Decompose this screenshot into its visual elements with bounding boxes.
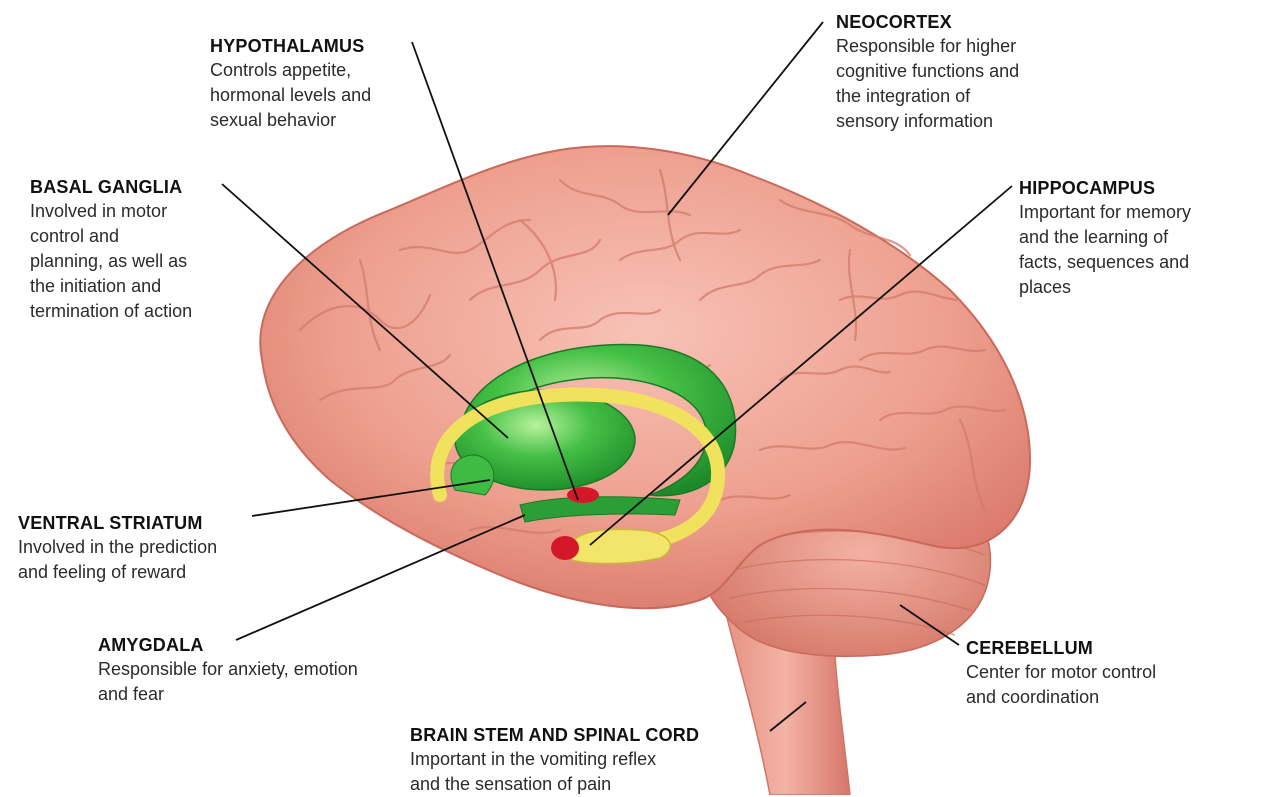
hippocampus-title: HIPPOCAMPUS — [1019, 176, 1191, 200]
hypothalamus-shape — [567, 487, 599, 503]
label-hippocampus: HIPPOCAMPUS Important for memory and the… — [1019, 176, 1191, 300]
label-ventral-striatum: VENTRAL STRIATUM Involved in the predict… — [18, 511, 217, 585]
brain-stem-title: BRAIN STEM AND SPINAL CORD — [410, 723, 699, 747]
label-cerebellum: CEREBELLUM Center for motor control and … — [966, 636, 1156, 710]
amygdala-title: AMYGDALA — [98, 633, 358, 657]
neocortex-description: Responsible for higher cognitive functio… — [836, 34, 1019, 134]
hypothalamus-description: Controls appetite, hormonal levels and s… — [210, 58, 371, 133]
ventral-striatum-shape — [451, 455, 494, 495]
cerebellum-description: Center for motor control and coordinatio… — [966, 660, 1156, 710]
basal-ganglia-title: BASAL GANGLIA — [30, 175, 192, 199]
label-hypothalamus: HYPOTHALAMUS Controls appetite, hormonal… — [210, 34, 371, 133]
basal-ganglia-description: Involved in motor control and planning, … — [30, 199, 192, 324]
amygdala-description: Responsible for anxiety, emotion and fea… — [98, 657, 358, 707]
ventral-striatum-description: Involved in the prediction and feeling o… — [18, 535, 217, 585]
brain-stem-description: Important in the vomiting reflex and the… — [410, 747, 699, 797]
hippocampus-description: Important for memory and the learning of… — [1019, 200, 1191, 300]
label-neocortex: NEOCORTEX Responsible for higher cogniti… — [836, 10, 1019, 134]
label-amygdala: AMYGDALA Responsible for anxiety, emotio… — [98, 633, 358, 707]
ventral-striatum-title: VENTRAL STRIATUM — [18, 511, 217, 535]
cerebellum-title: CEREBELLUM — [966, 636, 1156, 660]
neocortex-title: NEOCORTEX — [836, 10, 1019, 34]
label-brain-stem: BRAIN STEM AND SPINAL CORD Important in … — [410, 723, 699, 797]
label-basal-ganglia: BASAL GANGLIA Involved in motor control … — [30, 175, 192, 324]
hippocampus-shape — [568, 529, 670, 563]
leader-amygdala — [236, 515, 525, 640]
amygdala-shape — [551, 536, 579, 560]
hypothalamus-title: HYPOTHALAMUS — [210, 34, 371, 58]
